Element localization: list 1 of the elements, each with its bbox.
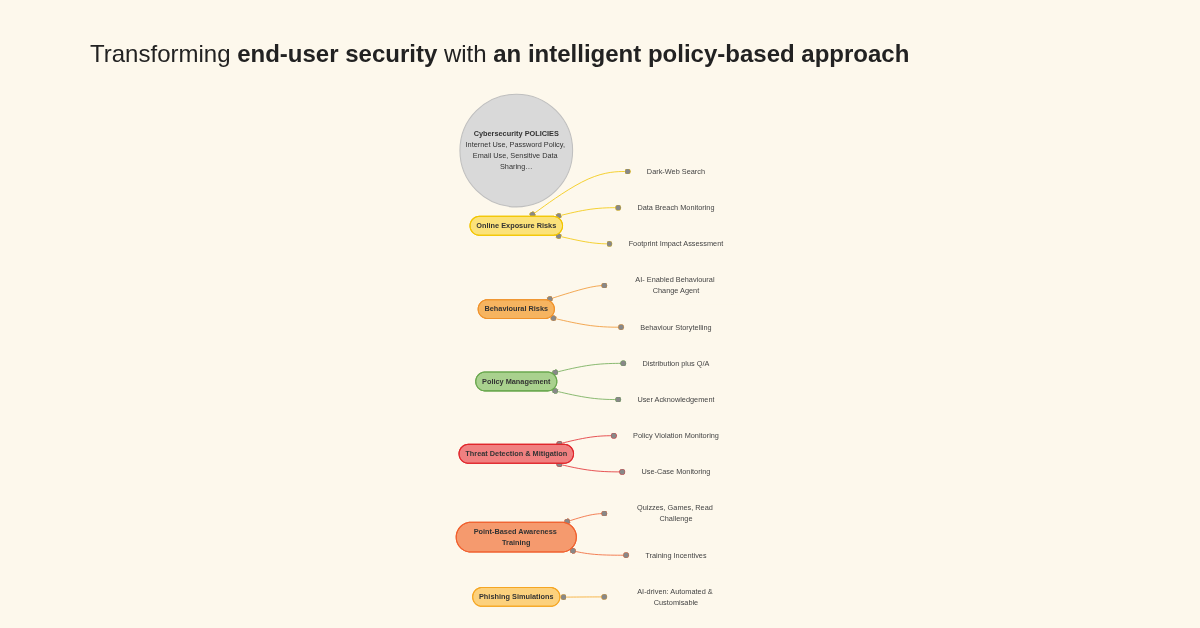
title: Transforming end-user security with an intelligent policy-based approach: [90, 40, 910, 68]
